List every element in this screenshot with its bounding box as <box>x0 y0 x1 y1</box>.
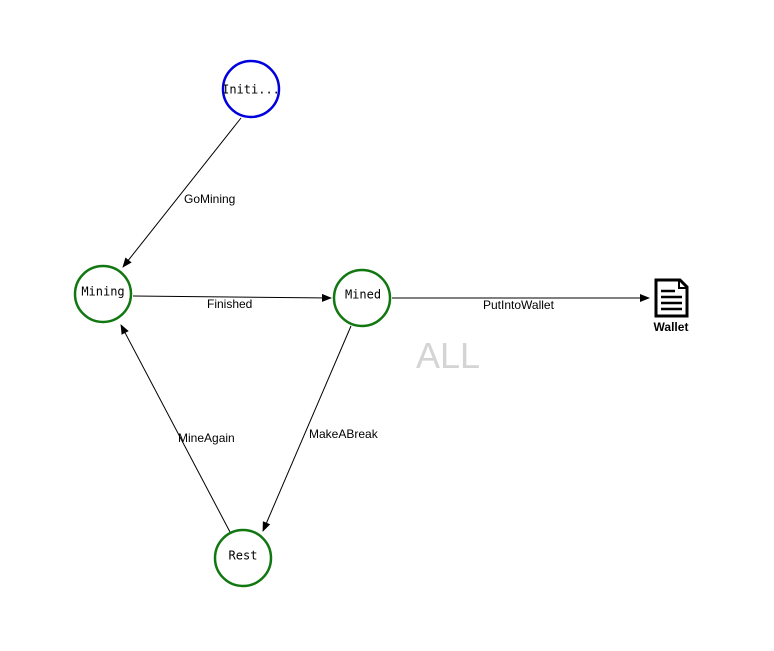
edge-gomining[interactable] <box>122 117 242 268</box>
state-initial[interactable]: Initi... <box>221 59 281 119</box>
state-mining[interactable]: Mining <box>73 264 133 324</box>
edge-finished[interactable] <box>132 293 332 302</box>
state-mined[interactable]: Mined <box>332 268 392 328</box>
state-initial-label: Initi... <box>222 83 280 97</box>
wallet-label: Wallet <box>654 320 689 334</box>
document-icon <box>654 278 689 318</box>
edge-label-gomining: GoMining <box>184 192 235 206</box>
state-rest-label: Rest <box>229 549 258 563</box>
state-mining-label: Mining <box>81 285 124 299</box>
edge-label-makeabreak: MakeABreak <box>309 427 379 441</box>
edge-makeabreak[interactable] <box>262 325 352 532</box>
edge-label-putintowallet: PutIntoWallet <box>483 298 555 312</box>
edge-mineagain[interactable] <box>120 324 231 533</box>
edge-label-finished: Finished <box>207 297 252 311</box>
edge-label-mineagain: MineAgain <box>178 431 235 445</box>
state-mined-label: Mined <box>345 288 381 302</box>
state-rest[interactable]: Rest <box>213 528 273 588</box>
wallet-artifact[interactable]: Wallet <box>654 278 689 334</box>
watermark-label: ALL <box>416 335 480 376</box>
